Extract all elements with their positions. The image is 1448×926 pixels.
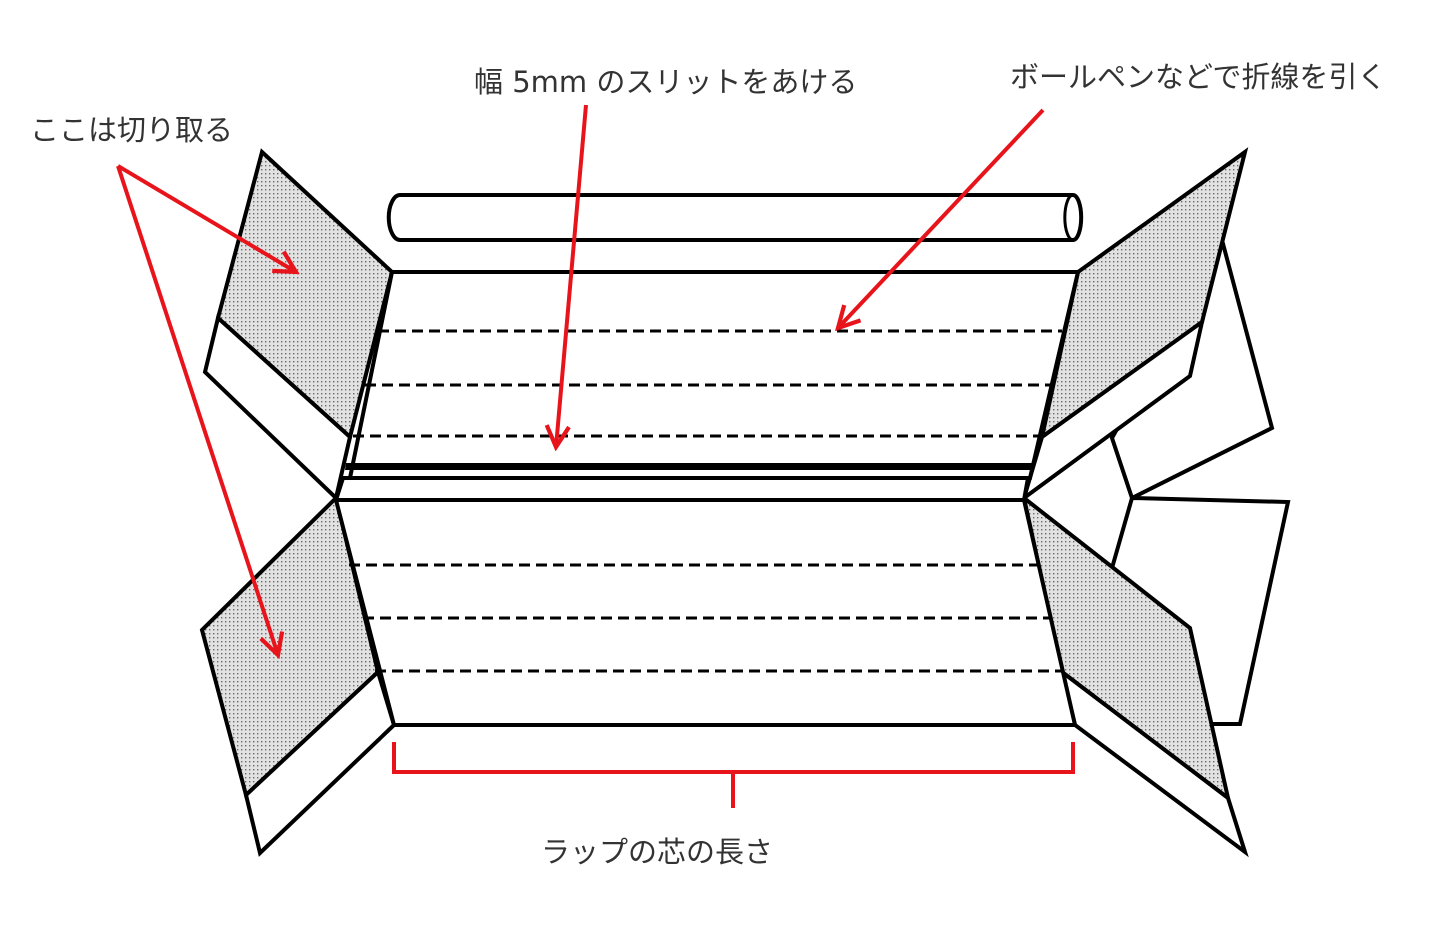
arrow-fold-line xyxy=(838,108,1045,328)
slit-strip xyxy=(333,463,1032,502)
cutoff-tab-upper-right xyxy=(1020,147,1249,504)
arrow-slit xyxy=(556,104,588,447)
wrap-core-cylinder xyxy=(386,193,1084,242)
cut-off-label: ここは切り取る xyxy=(30,113,234,147)
upper-main-panel xyxy=(347,270,1081,480)
arrow-cut-upper xyxy=(116,164,296,272)
slit-label: 幅 5mm のスリットをあける xyxy=(474,65,858,99)
fold-line-label: ボールペンなどで折線を引く xyxy=(1010,60,1387,94)
core-length-brace xyxy=(392,742,1075,808)
lower-main-panel xyxy=(333,498,1078,727)
arrow-cut-lower xyxy=(116,165,278,655)
core-length-label: ラップの芯の長さ xyxy=(541,835,774,869)
cutoff-tab-upper-left xyxy=(202,148,395,502)
